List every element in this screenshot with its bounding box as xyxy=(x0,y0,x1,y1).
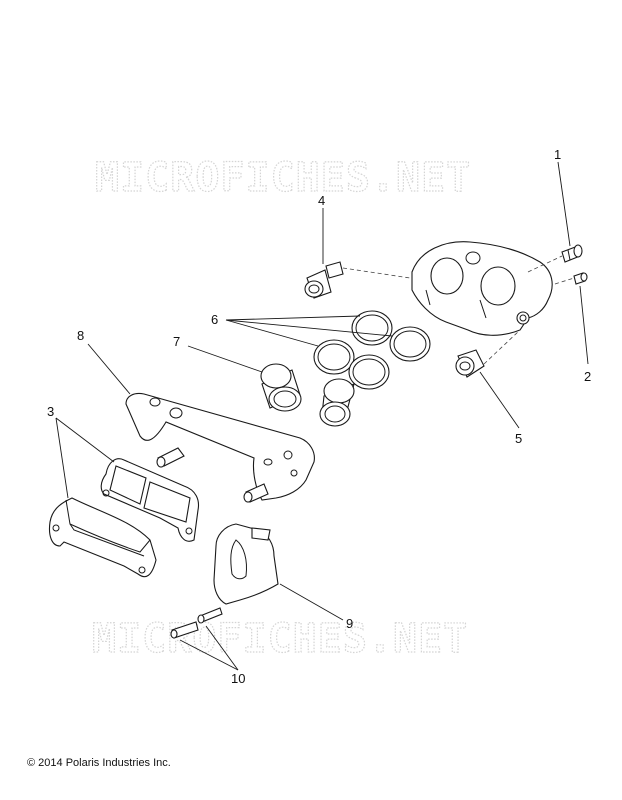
caliper-body xyxy=(411,241,553,336)
part-3-brake-pad-upper xyxy=(100,458,200,542)
part-7-pistons xyxy=(260,363,355,427)
copyright-footer: © 2014 Polaris Industries Inc. xyxy=(27,757,171,769)
part-1-bleeder-screw xyxy=(561,244,583,263)
part-9-pad-spring xyxy=(213,523,279,605)
part-2-bleeder-cap xyxy=(573,272,588,285)
part-3-brake-pad-lower xyxy=(48,497,157,578)
part-4-bolt xyxy=(304,261,344,299)
callout-6: 6 xyxy=(211,312,218,327)
part-8-mounting-bracket xyxy=(125,392,315,503)
callout-5: 5 xyxy=(515,431,522,446)
callout-2: 2 xyxy=(584,369,591,384)
part-10-pins xyxy=(170,607,223,639)
callout-10: 10 xyxy=(231,671,245,686)
watermark-top: MICROFICHES.NET xyxy=(95,155,471,201)
assembly-lines xyxy=(342,255,575,365)
callout-4: 4 xyxy=(318,193,325,208)
watermark-bottom: MICROFICHES.NET xyxy=(92,616,468,662)
callout-9: 9 xyxy=(346,616,353,631)
callout-8: 8 xyxy=(77,328,84,343)
part-5-bolt xyxy=(455,349,485,378)
part-6-seals xyxy=(313,310,431,390)
callout-1: 1 xyxy=(554,147,561,162)
leader-lines xyxy=(55,161,589,671)
callout-7: 7 xyxy=(173,334,180,349)
callout-3: 3 xyxy=(47,404,54,419)
